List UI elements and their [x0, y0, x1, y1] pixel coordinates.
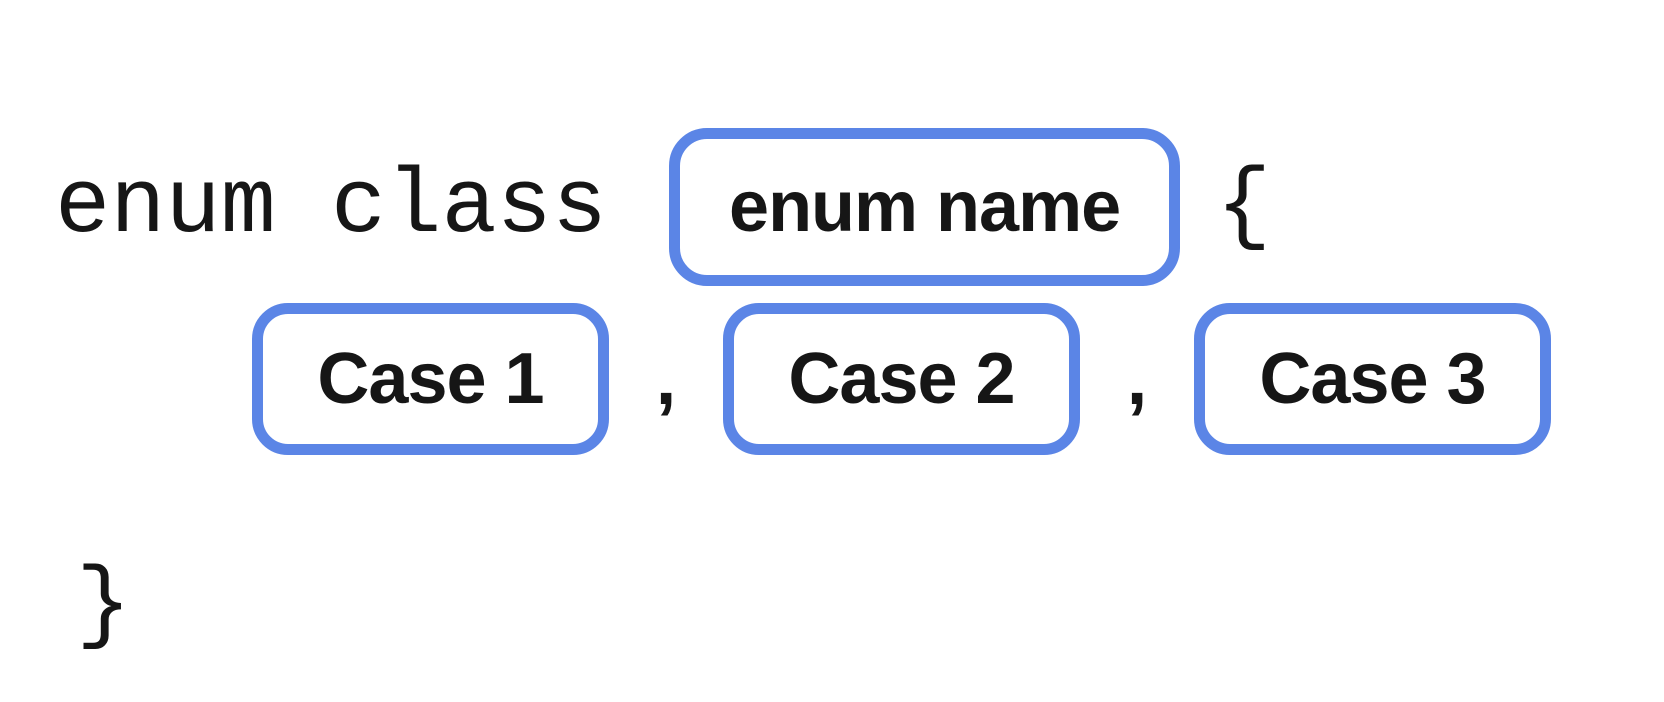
- case-2-label: Case 2: [788, 339, 1015, 419]
- case-2-box: Case 2: [723, 303, 1080, 455]
- enum-name-label: enum name: [729, 167, 1121, 247]
- close-brace: }: [76, 553, 132, 658]
- case-1-label: Case 1: [317, 339, 544, 419]
- enum-class-keyword: enum class: [55, 154, 608, 259]
- enum-cases-line: Case 1 , Case 2 , Case 3: [252, 303, 1551, 455]
- case-1-box: Case 1: [252, 303, 609, 455]
- comma-separator: ,: [1126, 337, 1148, 420]
- comma-separator: ,: [655, 337, 677, 420]
- enum-header-line: enum class enum name {: [55, 128, 1271, 286]
- open-brace: {: [1216, 154, 1272, 259]
- case-3-box: Case 3: [1194, 303, 1551, 455]
- enum-name-placeholder-box: enum name: [669, 128, 1181, 286]
- case-3-label: Case 3: [1259, 339, 1486, 419]
